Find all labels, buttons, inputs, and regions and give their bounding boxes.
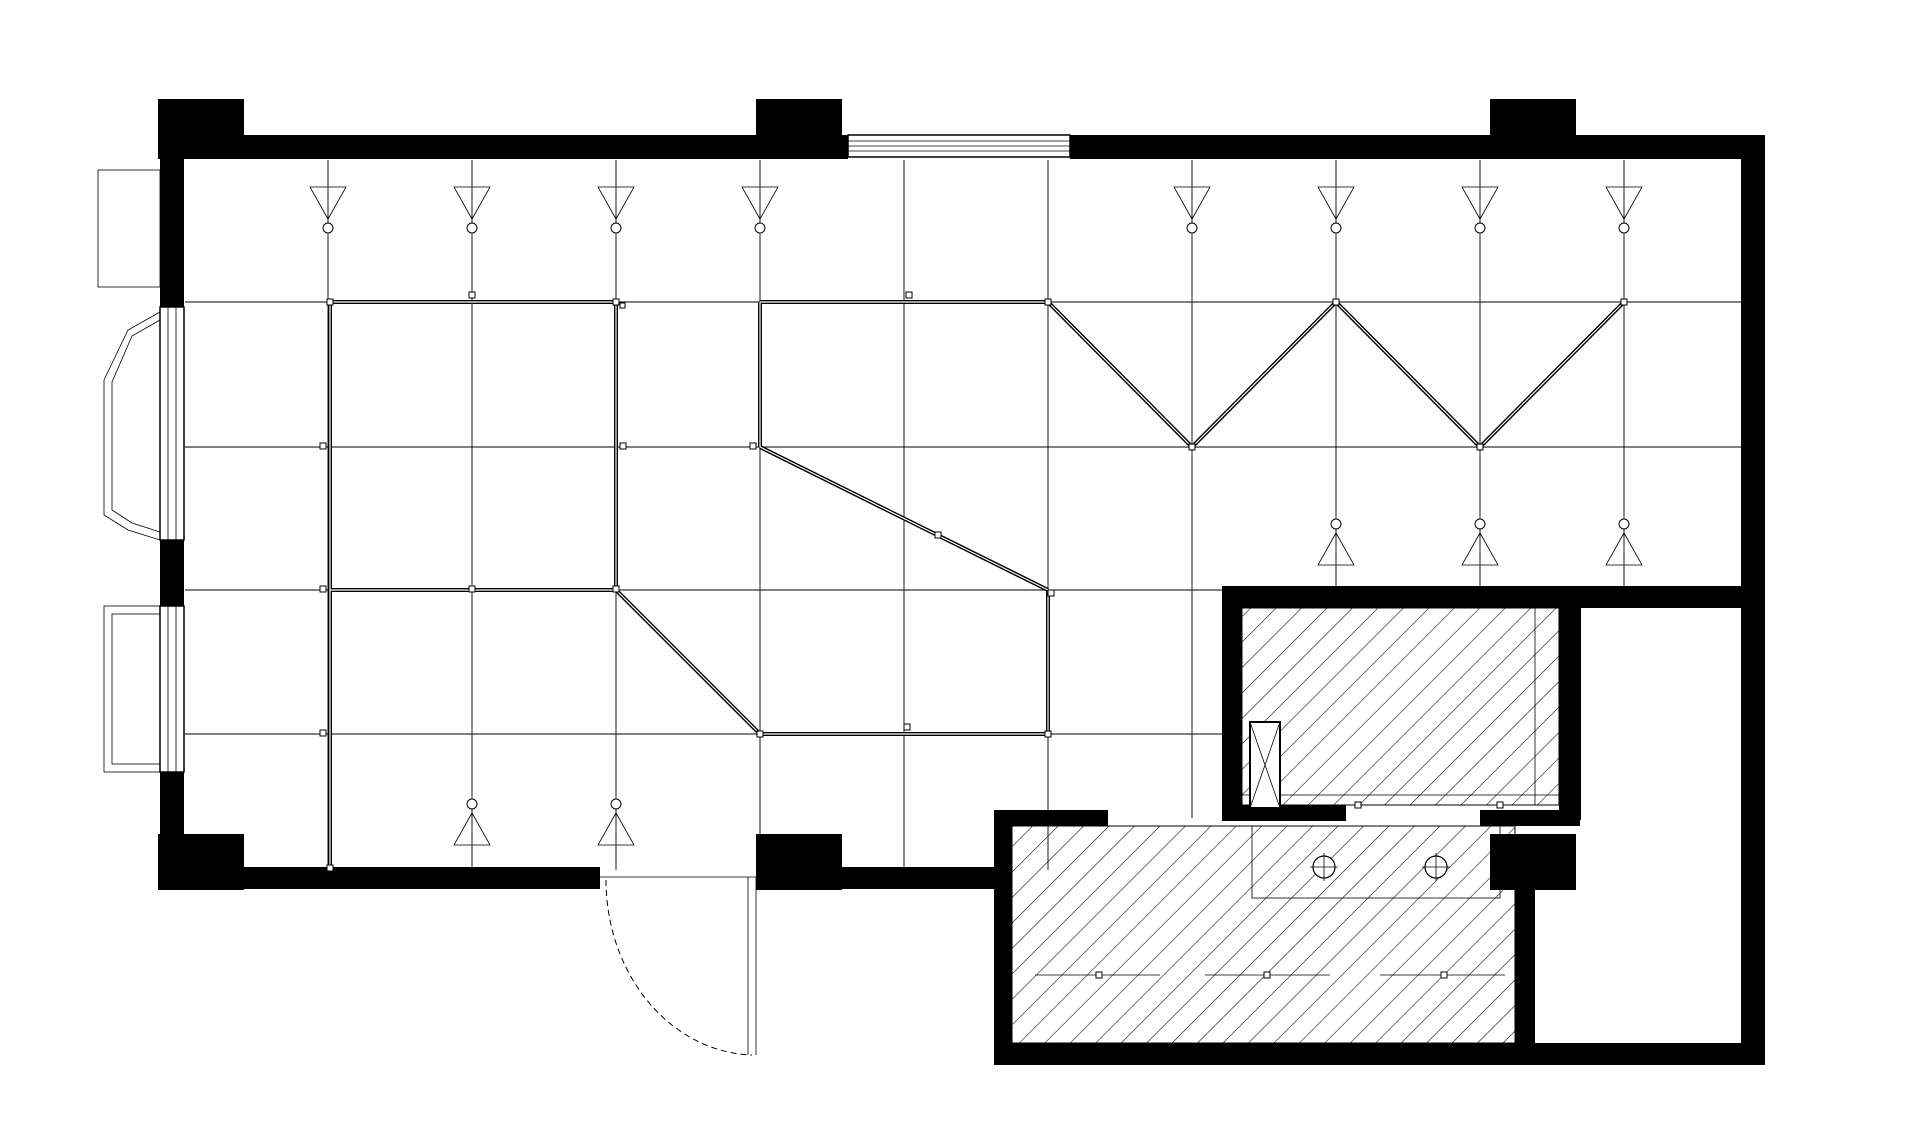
downlight-icon — [1461, 518, 1499, 566]
left-window-top — [103, 306, 185, 541]
lower-room-left-wall — [994, 810, 1012, 1065]
downlights-bottom-row — [453, 518, 1643, 846]
lower-room-top-wall — [994, 810, 1108, 826]
left-wall-middle — [160, 540, 184, 606]
downlight-icon — [1605, 186, 1643, 234]
upper-bath-top-wall — [1222, 586, 1765, 608]
bottom-wall-middle — [756, 867, 996, 889]
downlight-icon — [1317, 186, 1355, 234]
floor-drain-icon — [1422, 853, 1450, 881]
wardrobe-cross-box — [1249, 721, 1281, 809]
downlight-icon — [597, 798, 635, 846]
downlight-icon — [1317, 518, 1355, 566]
lower-room-bottom-wall — [994, 1043, 1765, 1065]
floor-drain-icon — [1310, 853, 1338, 881]
lower-bathroom — [1011, 825, 1516, 1044]
upper-bath-bottom-wall — [1222, 805, 1346, 821]
left-wall-top — [160, 135, 184, 307]
downlight-icon — [309, 186, 347, 234]
exterior-box-left — [97, 169, 161, 288]
left-window-bottom — [103, 605, 185, 773]
downlight-icon — [1605, 518, 1643, 566]
upper-bath-left-wall — [1222, 586, 1242, 818]
downlights-top-row — [309, 186, 1643, 234]
downlight-icon — [453, 798, 491, 846]
downlight-icon — [1173, 186, 1211, 234]
partition-block-left — [328, 300, 762, 870]
bath-connector-wall — [1480, 810, 1580, 826]
walls — [158, 99, 1765, 1065]
door-swing-arc — [605, 879, 753, 1056]
top-wall-left — [158, 135, 848, 159]
downlight-icon — [597, 186, 635, 234]
downlight-icon — [741, 186, 779, 234]
top-window — [847, 134, 1071, 158]
top-wall-right — [1070, 135, 1765, 159]
downlight-icon — [1461, 186, 1499, 234]
entrance-door — [600, 876, 757, 1056]
partition-nodes — [319, 291, 1628, 872]
downlight-icon — [453, 186, 491, 234]
upper-bathroom — [1241, 607, 1560, 809]
partition-block-middle — [758, 300, 1050, 736]
bottom-wall-left — [158, 867, 600, 889]
upper-bath-right-wall — [1559, 598, 1581, 820]
lower-room-right-wall — [1515, 850, 1535, 1045]
